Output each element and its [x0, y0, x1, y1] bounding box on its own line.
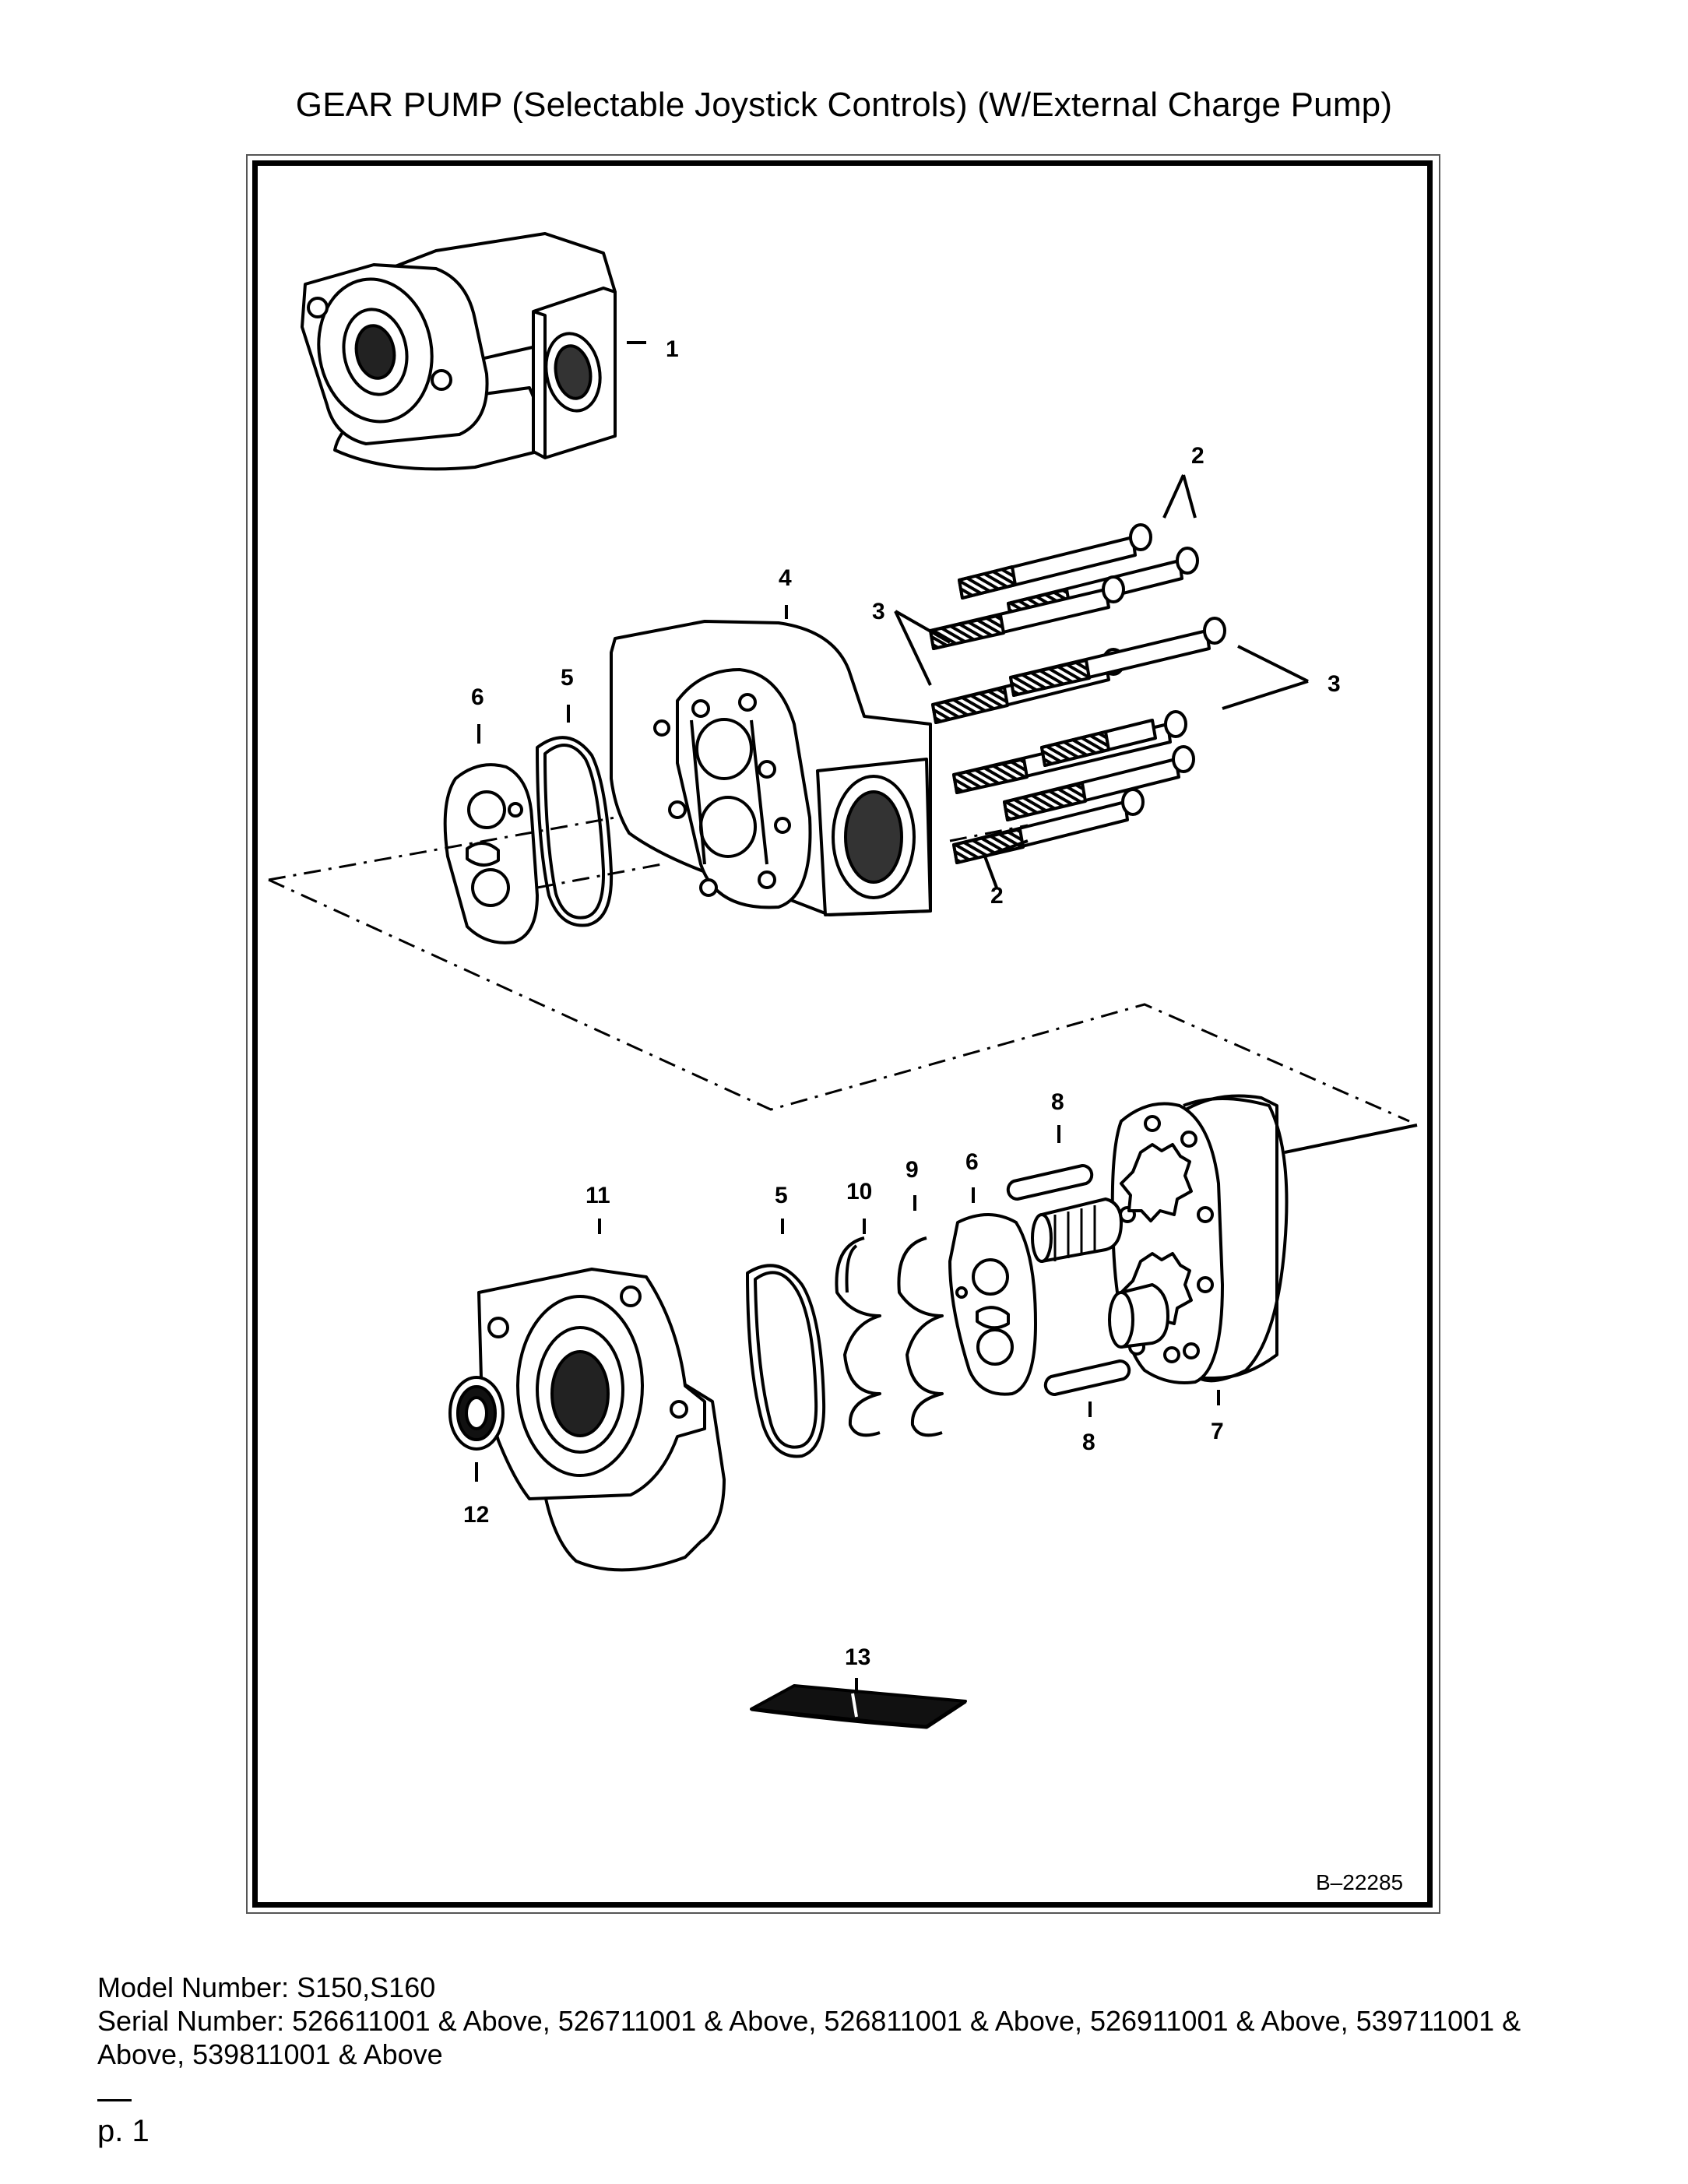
- callout-2-top: 2: [1191, 443, 1204, 469]
- wear-plate-top-part: [443, 763, 539, 944]
- callout-11: 11: [586, 1183, 610, 1208]
- diagram-frame: [252, 160, 1433, 1908]
- dowel-pin-upper-part: [1006, 1163, 1094, 1201]
- callout-8-top: 8: [1051, 1089, 1064, 1115]
- callout-9: 9: [906, 1157, 919, 1183]
- model-number: Model Number: S150,S160: [97, 1971, 436, 2003]
- backup-gasket-10-part: [835, 1236, 881, 1437]
- gear-housing-part: [1031, 1094, 1418, 1384]
- callout-12: 12: [463, 1502, 489, 1528]
- cap-screw-part: [1009, 617, 1226, 697]
- callout-labels: 1 2 2 3 3 4 5 5 6 6 7 8 8 9 10 11 12 13: [463, 336, 1341, 1670]
- backup-gasket-9-part: [897, 1236, 944, 1437]
- leader-lines: [475, 341, 1309, 1693]
- drawing-number: B–22285: [1316, 1870, 1404, 1894]
- callout-3-right: 3: [1328, 671, 1341, 697]
- callout-3-left: 3: [872, 599, 885, 624]
- seal-top-part: [536, 736, 614, 927]
- callout-6-lower: 6: [965, 1149, 979, 1175]
- callout-6-top: 6: [471, 684, 484, 710]
- callout-8-bottom: 8: [1082, 1430, 1095, 1455]
- serial-number-line-1: Serial Number: 526611001 & Above, 526711…: [97, 2005, 1521, 2037]
- dowel-pin-lower-part: [1043, 1359, 1131, 1397]
- pump-assembly-part: [301, 232, 617, 471]
- footer-rule: [97, 2099, 132, 2101]
- shaft-seal-part: [448, 1376, 505, 1451]
- callout-7: 7: [1211, 1419, 1224, 1444]
- cap-screw-part: [952, 788, 1145, 864]
- callout-10: 10: [846, 1179, 872, 1205]
- cap-screw-part: [1040, 719, 1157, 767]
- callout-5-lower: 5: [775, 1183, 788, 1208]
- seal-lower-part: [746, 1264, 826, 1458]
- callout-5-top: 5: [561, 665, 574, 691]
- serial-number-line-2: Above, 539811001 & Above: [97, 2038, 443, 2070]
- cap-screw-part: [958, 523, 1152, 600]
- page-title: GEAR PUMP (Selectable Joystick Controls)…: [295, 86, 1393, 124]
- cap-screw-part: [1003, 745, 1195, 821]
- callout-1: 1: [666, 336, 679, 362]
- pump-housing-part: [610, 620, 932, 916]
- alignment-lines: [268, 816, 1410, 1123]
- callout-2-bottom: 2: [990, 883, 1004, 909]
- gasket-sheet-part: [750, 1684, 967, 1729]
- pump-cover-part: [477, 1268, 726, 1572]
- page-number: p. 1: [97, 2114, 149, 2148]
- callout-13: 13: [845, 1644, 870, 1670]
- diagram-frame-outer: [246, 154, 1440, 1914]
- wear-plate-lower-part: [948, 1213, 1037, 1396]
- callout-4: 4: [779, 565, 792, 591]
